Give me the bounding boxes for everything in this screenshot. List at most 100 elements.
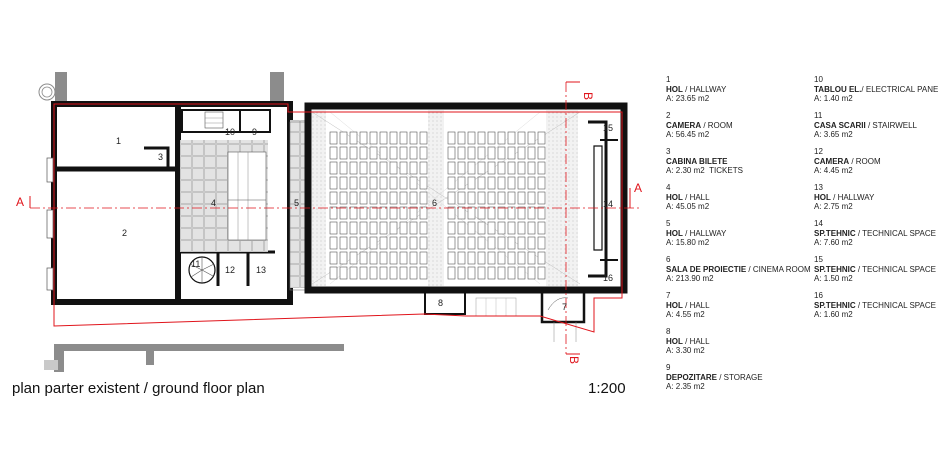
room-label-8: 8 [438,298,443,308]
seat [497,161,506,175]
seat [497,191,506,205]
seat [487,161,496,175]
legend-entry-16: 16 SP.TEHNIC / TECHNICAL SPACE A: 1.60 m… [814,291,936,320]
seat [497,251,506,265]
seat [389,131,398,145]
seat [369,266,378,280]
seat [467,206,476,220]
seat [399,236,408,250]
section-line-a: A A [16,181,642,209]
seat [487,146,496,160]
seat [527,176,536,190]
seat [517,191,526,205]
drawing-scale: 1:200 [588,380,626,397]
seat [527,251,536,265]
seat [517,176,526,190]
seat [537,176,546,190]
seating-block-right [447,131,546,280]
seat [477,206,486,220]
seat [517,131,526,145]
seat [507,236,516,250]
seat [369,221,378,235]
room-label-4: 4 [211,198,216,208]
section-mark-b-bottom: B [567,356,581,364]
seat [457,236,466,250]
seat [399,131,408,145]
seat [339,251,348,265]
seat [389,236,398,250]
seat [399,206,408,220]
seat [447,131,456,145]
seat [457,131,466,145]
seat [409,221,418,235]
seat [349,176,358,190]
legend-entry-10: 10 TABLOU EL./ ELECTRICAL PANE A: 1.40 m… [814,75,939,104]
cinema-hall [304,102,628,294]
seat [467,251,476,265]
legend-entry-12: 12 CAMERA / ROOM A: 4.45 m2 [814,147,881,176]
seat [419,266,428,280]
seat [467,236,476,250]
section-mark-a-right: A [634,181,642,195]
seat [419,191,428,205]
seat [527,146,536,160]
seat [359,236,368,250]
seat [379,251,388,265]
legend-entry-3: 3 CABINA BILETE A: 2.30 m2 TICKETS [666,147,743,176]
seat [409,206,418,220]
room-label-12: 12 [225,265,235,275]
legend-entry-15: 15 SP.TEHNIC / TECHNICAL SPACE A: 1.50 m… [814,255,936,284]
seat [339,191,348,205]
seat [389,161,398,175]
seating-block-left [329,131,428,280]
seat [537,131,546,145]
seat [467,131,476,145]
seat [389,206,398,220]
seat [527,221,536,235]
seat [349,206,358,220]
seat [369,176,378,190]
seat [409,131,418,145]
seat [379,266,388,280]
seat [409,161,418,175]
seat [329,161,338,175]
seat [497,221,506,235]
seat [379,236,388,250]
seat [487,206,496,220]
seat [487,176,496,190]
legend-entry-2: 2 CAMERA / ROOM A: 56.45 m2 [666,111,733,140]
south-annex [424,291,586,342]
seat [339,266,348,280]
seat [517,266,526,280]
room-labels: 1 2 3 4 5 6 7 8 9 10 11 12 13 14 15 16 [116,123,613,312]
seat [457,146,466,160]
seat [487,236,496,250]
legend-column-left: 1 HOL / HALLWAY A: 23.65 m2 2 CAMERA / R… [666,75,811,399]
seat [379,146,388,160]
seat [369,191,378,205]
seat [497,146,506,160]
seat [507,131,516,145]
seat [507,176,516,190]
legend-entry-14: 14 SP.TEHNIC / TECHNICAL SPACE A: 7.60 m… [814,219,936,248]
room-label-7: 7 [562,302,567,312]
seat [507,266,516,280]
seat [537,266,546,280]
seat [399,251,408,265]
seat [487,266,496,280]
seat [389,251,398,265]
legend-entry-5: 5 HOL / HALLWAY A: 15.80 m2 [666,219,727,248]
seat [497,176,506,190]
room-label-3: 3 [158,152,163,162]
seat [409,251,418,265]
seat [379,161,388,175]
seat [457,251,466,265]
seat [419,236,428,250]
section-mark-a-left: A [16,195,24,209]
seat [467,221,476,235]
seat [349,251,358,265]
seat [419,251,428,265]
seat [359,251,368,265]
seat [467,161,476,175]
seat [419,146,428,160]
